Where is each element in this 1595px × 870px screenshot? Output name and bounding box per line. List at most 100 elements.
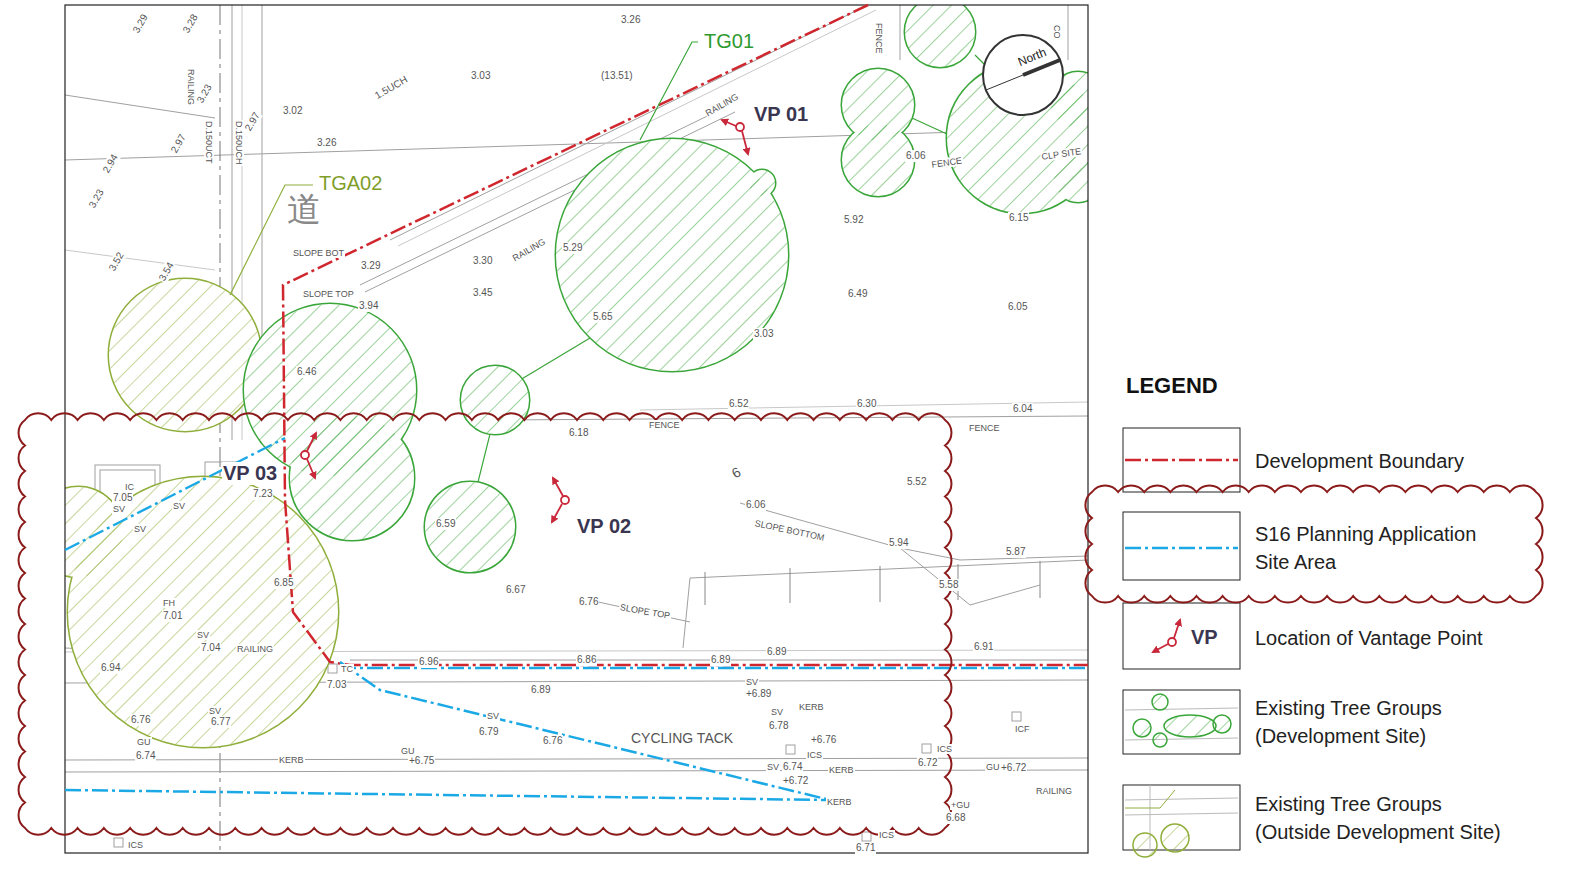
- survey-label: 3.03: [753, 328, 774, 340]
- s16-site-area: [65, 438, 1088, 800]
- survey-label: GU: [985, 762, 1001, 772]
- survey-label: SV: [196, 630, 210, 640]
- legend-text: S16 Planning Application Site Area: [1255, 520, 1515, 576]
- survey-label: GU: [136, 737, 152, 747]
- survey-label: (13.51): [600, 70, 634, 82]
- survey-label: 5.92: [843, 214, 864, 226]
- survey-label: SV: [766, 762, 780, 772]
- survey-label: 6.18: [568, 427, 589, 439]
- development-boundary: [283, 5, 1088, 665]
- survey-label: 6.76: [130, 714, 151, 726]
- survey-label: 6.52: [728, 398, 749, 410]
- tree-groups-development: [244, 5, 1088, 572]
- survey-label: CLP SITE: [1040, 146, 1083, 162]
- survey-label: RAILING: [1035, 786, 1073, 796]
- survey-label: TC: [340, 664, 354, 674]
- survey-label: +GU: [950, 800, 971, 810]
- survey-label: ICS: [878, 830, 895, 840]
- survey-label: +6.89: [745, 688, 772, 700]
- survey-label: +6.76: [810, 734, 837, 746]
- survey-label: 5.58: [938, 579, 959, 591]
- survey-label: ICF: [1014, 724, 1031, 734]
- survey-label: RAILING: [510, 236, 548, 264]
- survey-label: D.150UCT: [204, 120, 214, 165]
- survey-label: RAILING: [703, 91, 741, 119]
- survey-label: +6.72: [1000, 762, 1027, 774]
- callout-label: VP: [1190, 626, 1219, 649]
- callout-label: VP 02: [576, 515, 632, 538]
- survey-label: 6.74: [135, 750, 156, 762]
- survey-label: 6.78: [768, 720, 789, 732]
- survey-label: 3.52: [106, 249, 127, 273]
- legend-text: Existing Tree Groups (Development Site): [1255, 694, 1515, 750]
- survey-label: 6.79: [478, 726, 499, 738]
- survey-label: 6.06: [745, 499, 766, 511]
- survey-label: SV: [172, 501, 186, 511]
- survey-label: 6.85: [273, 577, 294, 589]
- survey-label: 3.29: [360, 260, 381, 272]
- survey-label: 6.67: [505, 584, 526, 596]
- revision-cloud: [19, 413, 952, 834]
- survey-label: FH: [162, 598, 176, 608]
- legend-text: Existing Tree Groups (Outside Developmen…: [1255, 790, 1515, 846]
- survey-label: 6.06: [905, 150, 926, 162]
- survey-label: 5.94: [888, 537, 909, 549]
- survey-label: RAILING: [236, 644, 274, 654]
- survey-label: 6: [728, 463, 745, 482]
- survey-label: 6.89: [710, 654, 731, 666]
- survey-lines: [65, 5, 1088, 853]
- survey-label: SLOPE TOP: [618, 602, 672, 621]
- survey-label: 3.23: [86, 186, 107, 210]
- survey-label: CYCLING TACK: [630, 730, 734, 746]
- survey-label: 6.76: [578, 596, 599, 608]
- survey-label: 3.30: [472, 255, 493, 267]
- survey-label: 6.89: [766, 646, 787, 658]
- survey-label: ICS: [127, 840, 144, 850]
- survey-label: 6.15: [1008, 212, 1029, 224]
- survey-label: +6.72: [782, 775, 809, 787]
- survey-label: 3.02: [282, 105, 303, 117]
- survey-label: SLOPE BOT: [292, 248, 345, 258]
- survey-label: SLOPE TOP: [302, 289, 355, 299]
- callout-label: LEGEND: [1125, 373, 1219, 398]
- survey-label: 6.49: [847, 288, 868, 300]
- survey-label: 5.52: [906, 476, 927, 488]
- survey-label: SV: [486, 711, 500, 721]
- survey-label: SV: [770, 707, 784, 717]
- survey-label: 3.94: [358, 300, 379, 312]
- survey-label: 6.74: [782, 761, 803, 773]
- survey-label: 3.45: [472, 287, 493, 299]
- survey-label: FENCE: [968, 423, 1001, 433]
- survey-label: ICS: [806, 750, 823, 760]
- survey-label: 5.65: [592, 311, 613, 323]
- survey-label: SV: [112, 504, 126, 514]
- survey-label: 3.26: [316, 137, 337, 149]
- survey-label: 6.94: [100, 662, 121, 674]
- survey-label: 5.87: [1005, 546, 1026, 558]
- survey-label: 2.94: [100, 151, 121, 175]
- survey-label: 6.04: [1012, 403, 1033, 415]
- survey-label: 2.97: [168, 131, 189, 155]
- survey-label: KERB: [278, 755, 305, 765]
- vantage-points: [301, 120, 1180, 652]
- survey-label: 3.54: [156, 259, 177, 283]
- survey-label: KERB: [826, 797, 853, 807]
- survey-label: 7.01: [162, 610, 183, 622]
- drawing-frame: [65, 5, 1088, 853]
- survey-label: 3.29: [130, 11, 151, 35]
- survey-label: 6.76: [542, 735, 563, 747]
- north-circle: [981, 33, 1065, 117]
- survey-label: 6.05: [1007, 301, 1028, 313]
- legend-text: Location of Vantage Point: [1255, 624, 1515, 652]
- survey-label: 3.28: [180, 11, 201, 35]
- legend-text: Development Boundary: [1255, 447, 1515, 475]
- callout-label: TGA02: [318, 172, 383, 195]
- survey-label: ICS: [936, 744, 953, 754]
- survey-label: 6.72: [917, 757, 938, 769]
- north-arrow: North: [981, 33, 1065, 117]
- survey-label: 6.96: [418, 656, 439, 668]
- survey-label: 2.97: [242, 109, 263, 133]
- survey-label: 3.03: [470, 70, 491, 82]
- survey-label: FENCE: [648, 420, 681, 430]
